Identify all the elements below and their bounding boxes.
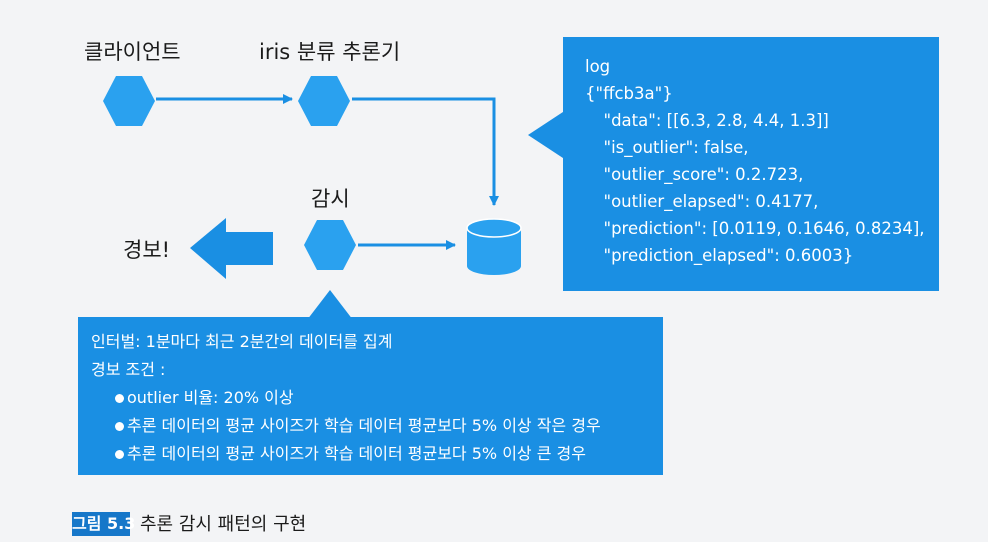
bullet-icon xyxy=(115,393,124,403)
condition-item: 추론 데이터의 평균 사이즈가 학습 데이터 평균보다 5% 이상 작은 경우 xyxy=(91,412,601,440)
monitor-box-pointer xyxy=(307,290,353,320)
log-line: "prediction": [0.0119, 0.1646, 0.8234], xyxy=(593,219,925,238)
log-line: {"ffcb3a"} xyxy=(585,84,673,103)
figure-number-badge: 그림 5.3 xyxy=(72,512,135,536)
log-line: log xyxy=(585,57,611,76)
database-icon xyxy=(466,218,522,275)
classifier-label: iris 분류 추론기 xyxy=(259,40,401,64)
log-line: "outlier_elapsed": 0.4177, xyxy=(593,192,819,211)
interval-text: 인터벌: 1분마다 최근 2분간의 데이터를 집계 xyxy=(91,332,393,351)
client-hexagon-icon xyxy=(103,76,155,126)
alert-label: 경보! xyxy=(123,238,171,262)
log-line: "prediction_elapsed": 0.6003} xyxy=(593,246,854,265)
log-box-text: log {"ffcb3a"} "data": [[6.3, 2.8, 4.4, … xyxy=(585,53,925,269)
condition-text: 추론 데이터의 평균 사이즈가 학습 데이터 평균보다 5% 이상 작은 경우 xyxy=(127,416,601,435)
alert-arrow-icon xyxy=(190,218,273,279)
classifier-to-db-arrow xyxy=(352,97,499,206)
condition-item: 추론 데이터의 평균 사이즈가 학습 데이터 평균보다 5% 이상 큰 경우 xyxy=(91,440,601,468)
monitor-label: 감시 xyxy=(311,187,350,211)
monitor-box xyxy=(78,317,663,475)
classifier-hexagon-icon xyxy=(298,76,350,126)
log-box xyxy=(563,37,939,291)
monitor-box-text: 인터벌: 1분마다 최근 2분간의 데이터를 집계 경보 조건 : outlie… xyxy=(91,328,601,468)
log-line: "outlier_score": 0.2.723, xyxy=(593,165,804,184)
log-box-pointer xyxy=(528,110,566,160)
condition-item: outlier 비율: 20% 이상 xyxy=(91,384,601,412)
condition-text: outlier 비율: 20% 이상 xyxy=(127,388,294,407)
conditions-title: 경보 조건 : xyxy=(91,360,166,379)
monitor-hexagon-icon xyxy=(304,220,356,270)
log-line: "data": [[6.3, 2.8, 4.4, 1.3]] xyxy=(593,111,829,130)
condition-text: 추론 데이터의 평균 사이즈가 학습 데이터 평균보다 5% 이상 큰 경우 xyxy=(127,444,586,463)
client-label: 클라이언트 xyxy=(84,40,181,64)
bullet-icon xyxy=(115,449,124,459)
figure-caption: 추론 감시 패턴의 구현 xyxy=(140,514,307,535)
log-line: "is_outlier": false, xyxy=(593,138,749,157)
bullet-icon xyxy=(115,421,124,431)
